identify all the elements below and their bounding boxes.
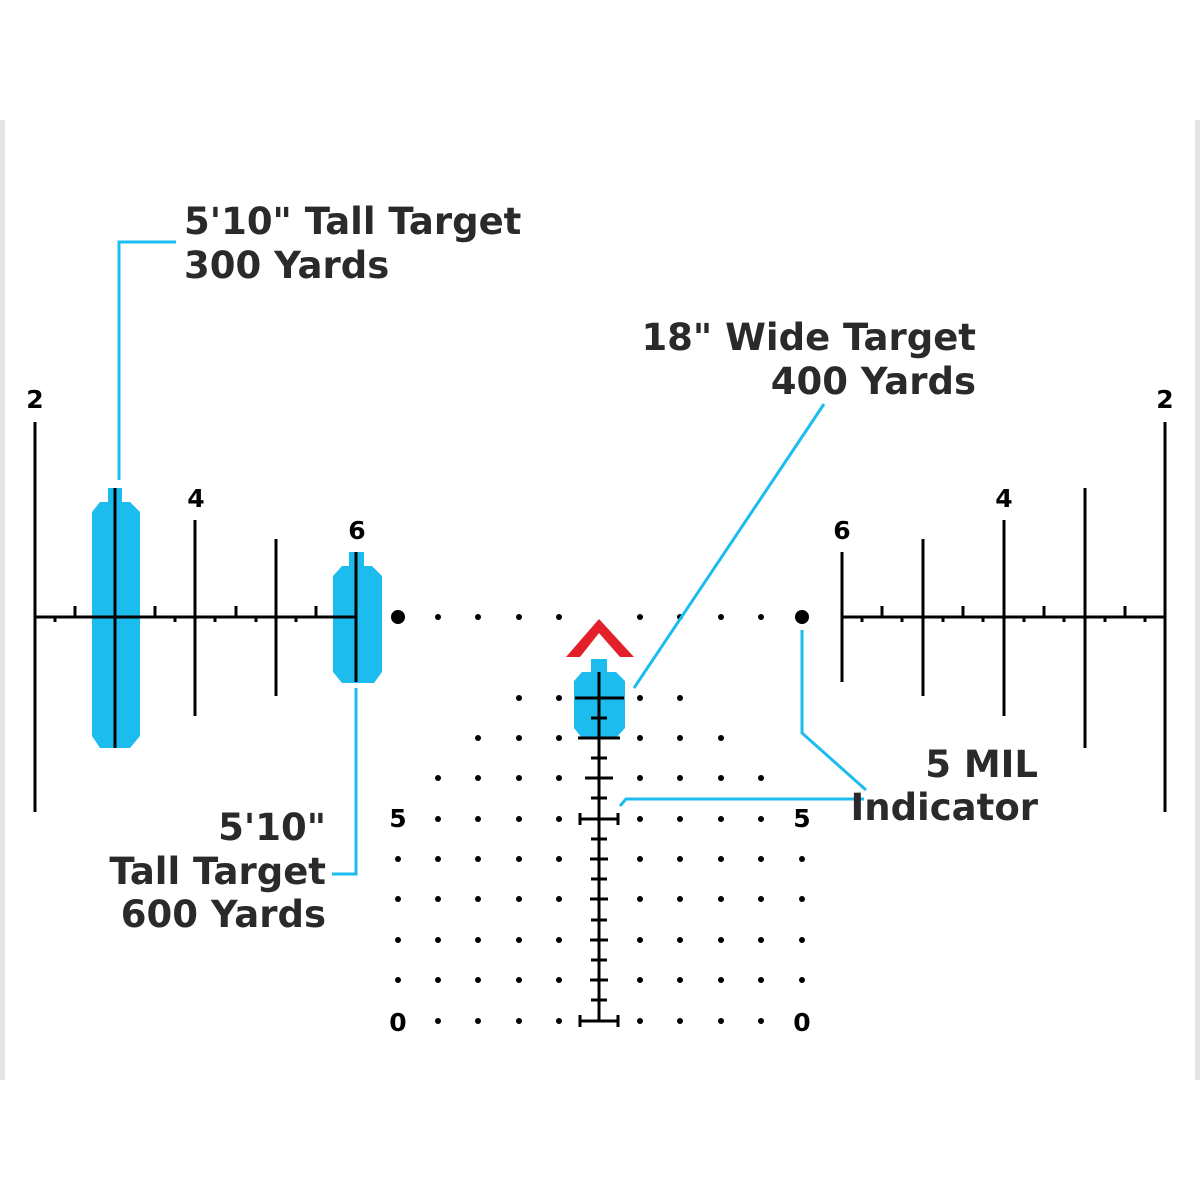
right-border [1195, 120, 1200, 1080]
dot-row-3 [435, 775, 764, 781]
left-label-4: 4 [187, 484, 204, 513]
callout-mil-line1: 5 MIL [925, 743, 1038, 786]
chevron-up-icon [566, 619, 634, 657]
grid-label-0-right: 0 [793, 1008, 810, 1037]
target-300-yards [92, 488, 140, 748]
dot-row-9 [435, 1018, 764, 1024]
dot-row-7 [395, 937, 805, 943]
grid-label-0-left: 0 [389, 1008, 406, 1037]
dot-row-1 [516, 695, 683, 701]
callout-wide-400-line2: 400 Yards [771, 360, 976, 403]
callout-mil-line2: Indicator [850, 786, 1038, 829]
dot-row-0 [435, 614, 764, 620]
right-label-4: 4 [995, 484, 1012, 513]
dot-row-5 [395, 856, 805, 862]
dot-row-8 [395, 977, 805, 983]
right-label-2: 2 [1156, 385, 1173, 414]
vertical-post [575, 672, 624, 1027]
callout-wide-400-line1: 18" Wide Target [641, 316, 976, 359]
dot-row-6 [395, 896, 805, 902]
leader-lines [117, 240, 867, 876]
left-border [0, 120, 5, 1080]
callout-tall-600-line1: 5'10" [218, 806, 326, 849]
dot-row-4 [435, 816, 764, 822]
grid-label-5-left: 5 [389, 804, 406, 833]
callout-tall-300-line1: 5'10" Tall Target [184, 200, 521, 243]
target-600-yards [333, 552, 382, 683]
dot-row-2 [475, 735, 724, 741]
callout-tall-600-line2: Tall Target [109, 850, 326, 893]
callout-tall-300-line2: 300 Yards [184, 244, 389, 287]
right-minor-ticks [860, 606, 1147, 622]
mil-dot-right [795, 610, 809, 624]
mil-dot-left [391, 610, 405, 624]
right-label-6: 6 [833, 516, 850, 545]
grid-label-5-right: 5 [793, 804, 810, 833]
left-label-2: 2 [26, 385, 43, 414]
callout-tall-600-line3: 600 Yards [121, 893, 326, 936]
left-label-6: 6 [348, 516, 365, 545]
